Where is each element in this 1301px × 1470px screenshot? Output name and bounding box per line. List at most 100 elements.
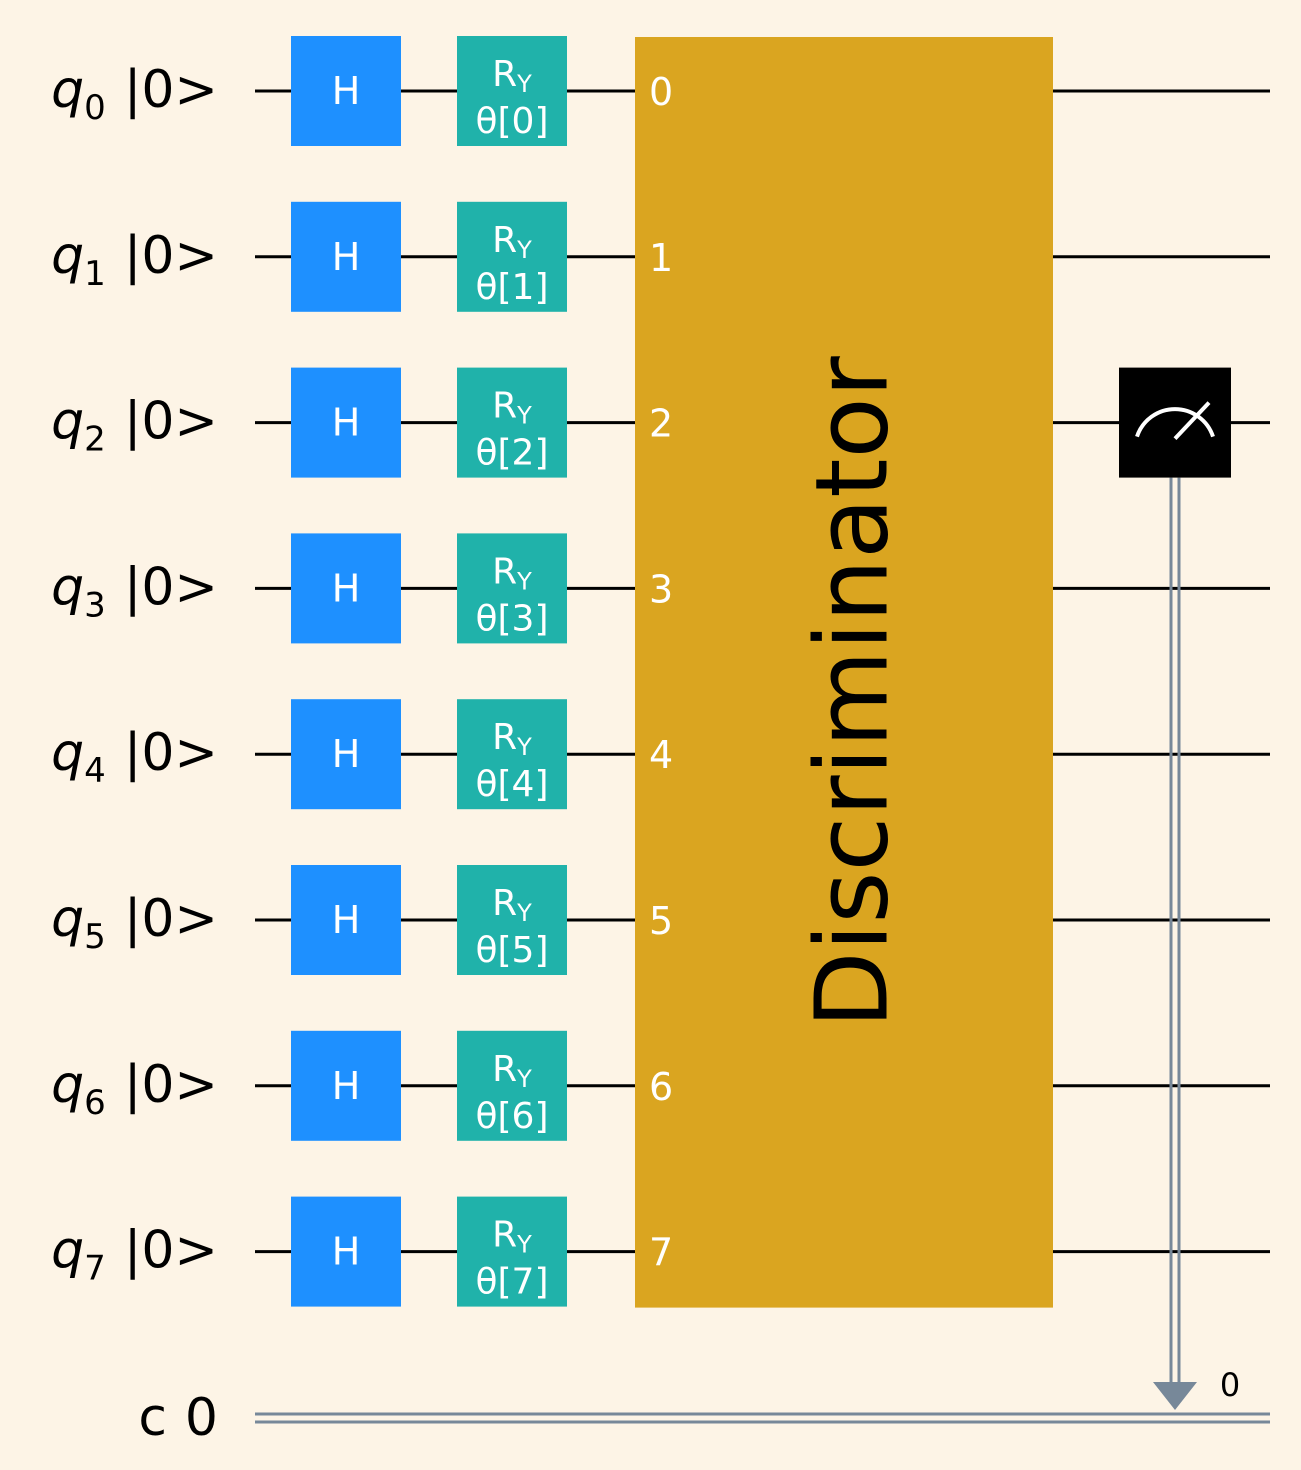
register-labels: q0|0>q1|0>q2|0>q3|0>q4|0>q5|0>q6|0>q7|0>… <box>51 60 218 1448</box>
qubit-label-3: q3|0> <box>51 557 218 625</box>
qubit-name: q <box>51 1055 84 1115</box>
discriminator-port-3: 3 <box>649 567 673 611</box>
discriminator-box <box>635 37 1053 1308</box>
qubit-init: |0> <box>124 723 218 783</box>
qubit-index: 6 <box>84 1083 106 1123</box>
discriminator-block: 0 1 2 3 4 5 6 7 Discriminator <box>635 37 1053 1308</box>
h-gate-6 <box>291 1030 401 1141</box>
h-gate-label: H <box>332 898 361 942</box>
qubit-name: q <box>51 60 84 120</box>
ry-gate-name: RY <box>492 551 532 595</box>
qubit-init: |0> <box>124 392 218 452</box>
ry-gate-name-main: R <box>492 717 517 758</box>
qubit-init: |0> <box>124 889 218 949</box>
qubit-index: 4 <box>84 751 106 791</box>
qubit-index: 1 <box>84 254 106 294</box>
h-gate-4 <box>291 699 401 810</box>
h-gate-5 <box>291 865 401 975</box>
qubit-index: 0 <box>84 88 106 128</box>
qubit-label-2: q2|0> <box>51 392 218 460</box>
qubit-index: 7 <box>84 1249 106 1289</box>
discriminator-port-7: 7 <box>649 1231 673 1275</box>
classical-register <box>255 1412 1270 1424</box>
qubit-name: q <box>51 557 84 617</box>
measurement: 0 <box>1119 367 1240 1410</box>
discriminator-port-6: 6 <box>649 1065 673 1109</box>
qubit-name: q <box>51 889 84 949</box>
meter-needle <box>1173 401 1211 440</box>
discriminator-port-0: 0 <box>649 70 673 114</box>
ry-gate-name-main: R <box>492 551 517 592</box>
meter-icon <box>1135 401 1215 440</box>
ry-gate-name-main: R <box>492 1049 517 1090</box>
h-gate-2 <box>291 367 401 478</box>
qubit-label-6: q6 |0> <box>51 1055 218 1123</box>
ry-gate-name-main: R <box>492 1215 517 1256</box>
qubit-name: q <box>51 723 84 783</box>
ry-gate-6 <box>457 1030 567 1141</box>
ry-gate-name-sub: Y <box>516 402 532 430</box>
classical-name: c <box>138 1388 167 1448</box>
qubit-name: q <box>51 1221 84 1281</box>
qubit-label-7: q7 |0> <box>51 1221 218 1289</box>
meter-arc <box>1135 407 1215 438</box>
ry-gate-name: RY <box>492 1049 532 1093</box>
discriminator-label: Discriminator <box>794 355 911 1028</box>
ry-gate-2 <box>457 367 567 478</box>
ry-gate-name-main: R <box>492 883 517 924</box>
qubit-init: |0> <box>124 557 218 617</box>
h-gate-label: H <box>332 566 361 610</box>
ry-gate-param: θ[7] <box>475 1262 548 1303</box>
qubit-init: |0> <box>124 1055 218 1115</box>
qubit-init: |0> <box>124 1221 218 1281</box>
ry-gate-3 <box>457 533 567 644</box>
h-gate-7 <box>291 1196 401 1307</box>
qubit-label-4: q4 |0> <box>51 723 218 791</box>
discriminator-port-4: 4 <box>649 733 673 777</box>
ry-gate-param: θ[1] <box>475 267 548 308</box>
h-gate-1 <box>291 201 401 312</box>
qubit-label-5: q5 |0> <box>51 889 218 957</box>
ry-gate-param: θ[0] <box>475 101 548 142</box>
ry-gate-name: RY <box>492 717 532 761</box>
classical-size: 0 <box>185 1388 218 1448</box>
h-gate-label: H <box>332 235 361 279</box>
ry-gate-5 <box>457 865 567 975</box>
ry-gate-name-sub: Y <box>516 567 532 595</box>
ry-gate-name-sub: Y <box>516 733 532 761</box>
qubit-init: |0> <box>124 60 218 120</box>
measure-arrow <box>1153 1382 1197 1410</box>
qubit-init: |0> <box>124 226 218 286</box>
ry-gate-name-sub: Y <box>516 236 532 264</box>
ry-gate-name: RY <box>492 54 532 98</box>
h-gate-label: H <box>332 401 361 445</box>
ry-gate-name-sub: Y <box>516 1065 532 1093</box>
ry-gate-param: θ[4] <box>475 764 548 805</box>
h-gate-label: H <box>332 1230 361 1274</box>
ry-gate-param: θ[3] <box>475 598 548 639</box>
ry-gate-name-sub: Y <box>516 1231 532 1259</box>
ry-gate-param: θ[2] <box>475 433 548 474</box>
h-gate-0 <box>291 36 401 146</box>
ry-gate-name: RY <box>492 220 532 264</box>
classical-bit-label: 0 <box>1220 1366 1240 1404</box>
ry-gate-param: θ[5] <box>475 930 548 971</box>
h-gate-label: H <box>332 732 361 776</box>
ry-gate-name-sub: Y <box>516 899 532 927</box>
ry-gate-name-sub: Y <box>516 70 532 98</box>
discriminator-port-2: 2 <box>649 402 673 446</box>
qubit-name: q <box>51 226 84 286</box>
ry-gate-param: θ[6] <box>475 1096 548 1137</box>
qubit-label-0: q0 |0> <box>51 60 218 128</box>
ry-gate-1 <box>457 201 567 312</box>
qubit-index: 5 <box>84 917 106 957</box>
discriminator-port-5: 5 <box>649 899 673 943</box>
ry-gate-name-main: R <box>492 220 517 261</box>
discriminator-port-1: 1 <box>649 236 673 280</box>
ry-gate-name-main: R <box>492 54 517 95</box>
ry-gate-0 <box>457 36 567 146</box>
ry-gate-name: RY <box>492 386 532 430</box>
